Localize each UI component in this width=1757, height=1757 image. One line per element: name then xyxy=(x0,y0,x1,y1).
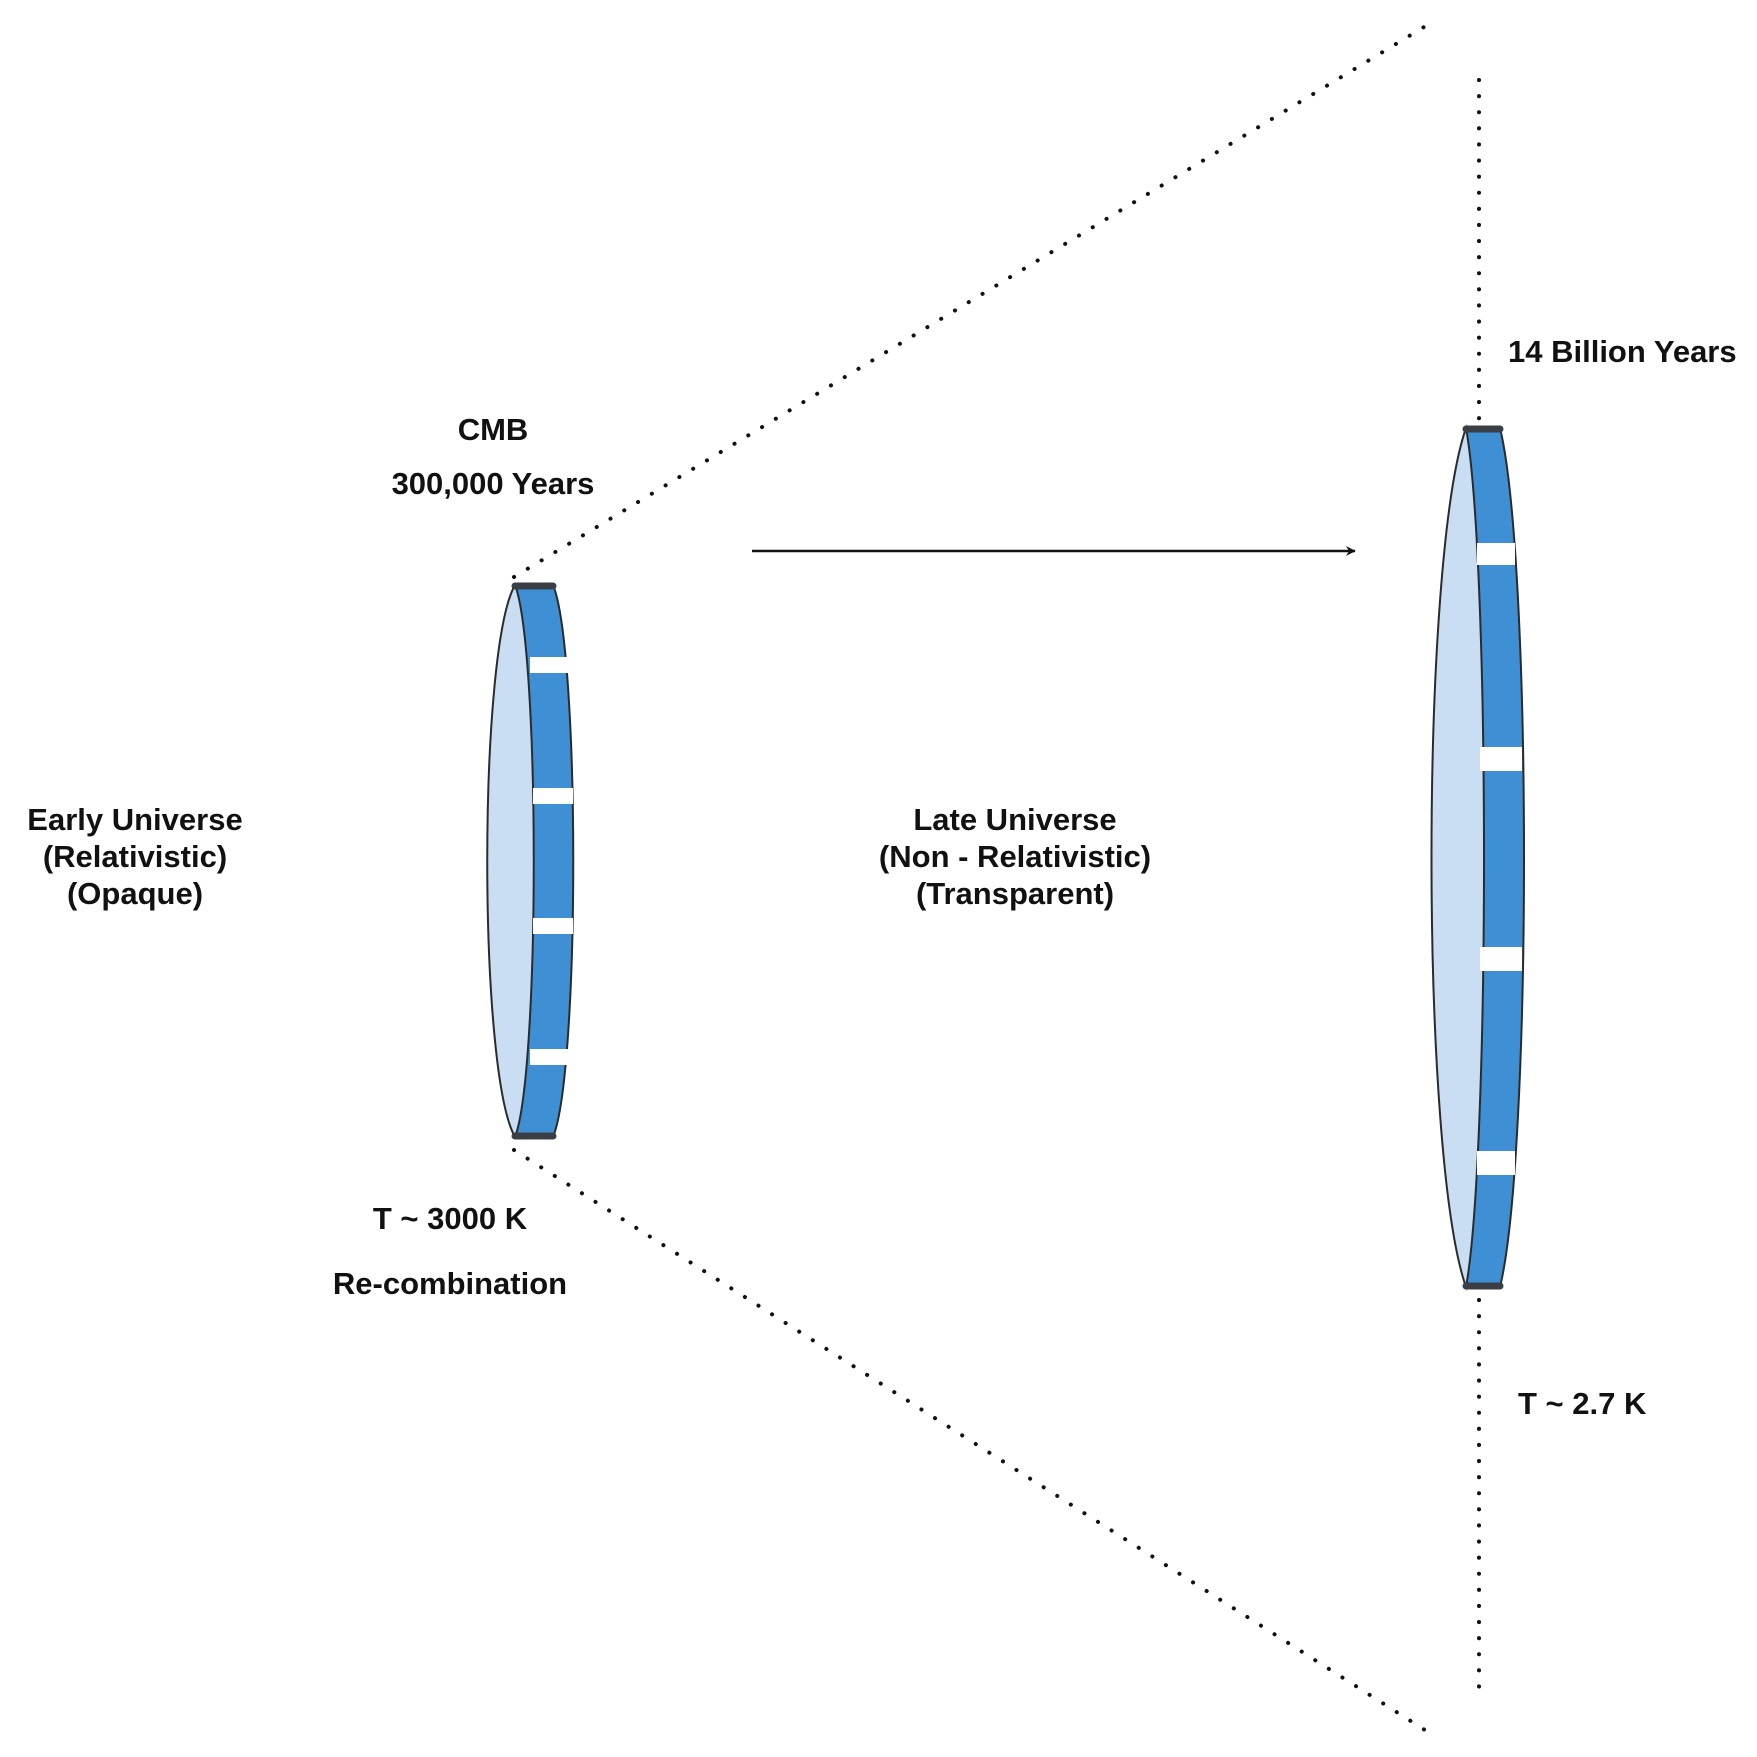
early-temperature-label: T ~ 3000 K xyxy=(373,1201,528,1236)
early-universe-label-line1: Early Universe xyxy=(27,802,242,837)
early-disk-stripe xyxy=(530,1049,568,1065)
late-universe-label-line1: Late Universe xyxy=(913,802,1116,837)
late-disk-stripes xyxy=(1477,543,1522,1175)
late-disk-stripe xyxy=(1477,1151,1515,1175)
early-universe-label-line2: (Relativistic) xyxy=(43,839,227,874)
late-temperature-label: T ~ 2.7 K xyxy=(1518,1386,1647,1421)
light-cone-lines xyxy=(512,25,1481,1734)
early-disk-stripe xyxy=(533,918,573,934)
late-disk-face xyxy=(1430,424,1485,1291)
early-disk-face xyxy=(486,582,535,1140)
early-universe-disk xyxy=(486,582,575,1140)
late-disk-stripe xyxy=(1477,543,1515,565)
late-disk-stripe xyxy=(1480,747,1522,771)
late-age-label: 14 Billion Years xyxy=(1508,334,1737,369)
late-universe-label-line3: (Transparent) xyxy=(916,876,1114,911)
early-disk-stripe xyxy=(530,657,568,673)
lower-cone-line xyxy=(512,1148,1430,1734)
upper-cone-line xyxy=(512,25,1426,579)
early-universe-label-line3: (Opaque) xyxy=(67,876,203,911)
late-universe-disk xyxy=(1430,424,1525,1291)
late-universe-label-line2: (Non - Relativistic) xyxy=(879,839,1151,874)
early-disk-stripes xyxy=(530,657,573,1065)
cmb-age-label: 300,000 Years xyxy=(392,466,595,501)
early-disk-stripe xyxy=(533,788,573,804)
cmb-label: CMB xyxy=(458,412,529,447)
late-disk-stripe xyxy=(1480,947,1522,971)
recombination-label: Re-combination xyxy=(333,1266,567,1301)
